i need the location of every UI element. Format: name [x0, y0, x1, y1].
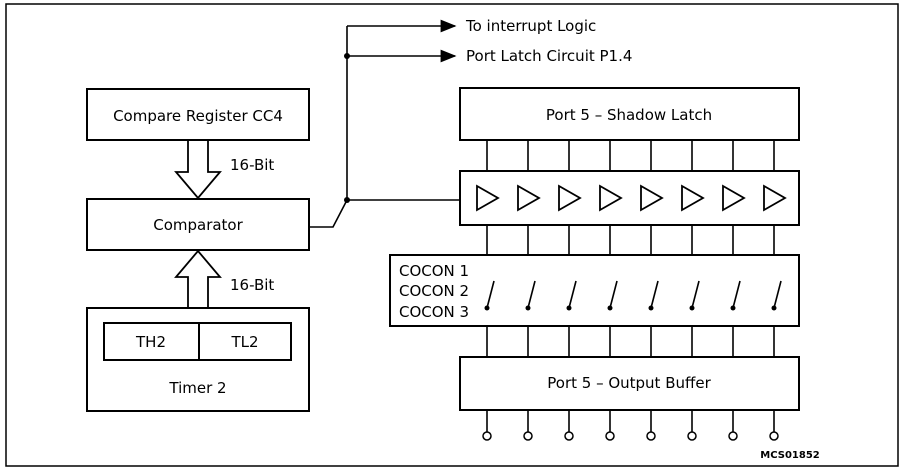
buffer-row — [476, 184, 787, 212]
pin-circle — [687, 431, 697, 441]
figure-code-label: MCS01852 — [760, 450, 820, 461]
switch-pivot-dot — [648, 305, 654, 311]
switch-row — [484, 280, 782, 311]
pin-circle — [646, 431, 656, 441]
output-buffer-label: Port 5 – Output Buffer — [547, 374, 711, 392]
switch-blade — [732, 280, 741, 309]
bus-arrow-up — [174, 249, 222, 308]
compare-register-box — [86, 88, 310, 141]
switch-pivot-dot — [525, 305, 531, 311]
switch-blade — [691, 280, 700, 309]
pin-circle — [482, 431, 492, 441]
bus-arrow-down — [174, 141, 222, 200]
switch-blade — [486, 280, 495, 309]
cocon3-label: COCON 3 — [399, 303, 469, 321]
bit16-bottom-label: 16-Bit — [230, 276, 274, 294]
comparator-label: Comparator — [153, 216, 243, 234]
shadow-latch-box — [459, 87, 800, 141]
output-buffer-box — [459, 356, 800, 411]
cocon-switch-box — [389, 254, 800, 327]
tl2-label: TL2 — [230, 333, 258, 351]
buffer-row-box — [459, 170, 800, 226]
comparator-box — [86, 198, 310, 251]
pin-circle — [564, 431, 574, 441]
buffer-triangle — [640, 184, 664, 212]
cocon2-label: COCON 2 — [399, 282, 469, 300]
junction-dot — [344, 53, 350, 59]
buffer-triangle — [763, 184, 787, 212]
pin-circle — [523, 431, 533, 441]
buffer-triangle — [722, 184, 746, 212]
switch-pivot-dot — [689, 305, 695, 311]
th2-box — [103, 322, 200, 361]
th2-label: TH2 — [135, 333, 166, 351]
buffer-triangle — [599, 184, 623, 212]
outer-frame — [5, 3, 899, 467]
buffer-triangle — [476, 184, 500, 212]
pin-circle — [728, 431, 738, 441]
comparator-output-line — [310, 199, 460, 228]
switch-blade — [609, 280, 618, 309]
port-latch-label: Port Latch Circuit P1.4 — [466, 47, 632, 65]
shadow-latch-label: Port 5 – Shadow Latch — [546, 106, 712, 124]
buffer-triangle — [681, 184, 705, 212]
switch-blade — [527, 280, 536, 309]
bit16-top-label: 16-Bit — [230, 156, 274, 174]
switch-pivot-dot — [730, 305, 736, 311]
pin-circle — [769, 431, 779, 441]
switch-blade — [773, 280, 782, 309]
switch-pivot-dot — [607, 305, 613, 311]
switch-pivot-dot — [566, 305, 572, 311]
switch-pivot-dot — [771, 305, 777, 311]
pin-row — [482, 431, 779, 441]
switch-blade — [568, 280, 577, 309]
compare-register-label: Compare Register CC4 — [113, 107, 283, 125]
switch-pivot-dot — [484, 305, 490, 311]
interrupt-label: To interrupt Logic — [465, 17, 596, 35]
buffer-triangle — [558, 184, 582, 212]
tl2-box — [198, 322, 292, 361]
cocon1-label: COCON 1 — [399, 262, 469, 280]
switch-blade — [650, 280, 659, 309]
pin-circle — [605, 431, 615, 441]
timer2-label: Timer 2 — [168, 379, 226, 397]
buffer-triangle — [517, 184, 541, 212]
